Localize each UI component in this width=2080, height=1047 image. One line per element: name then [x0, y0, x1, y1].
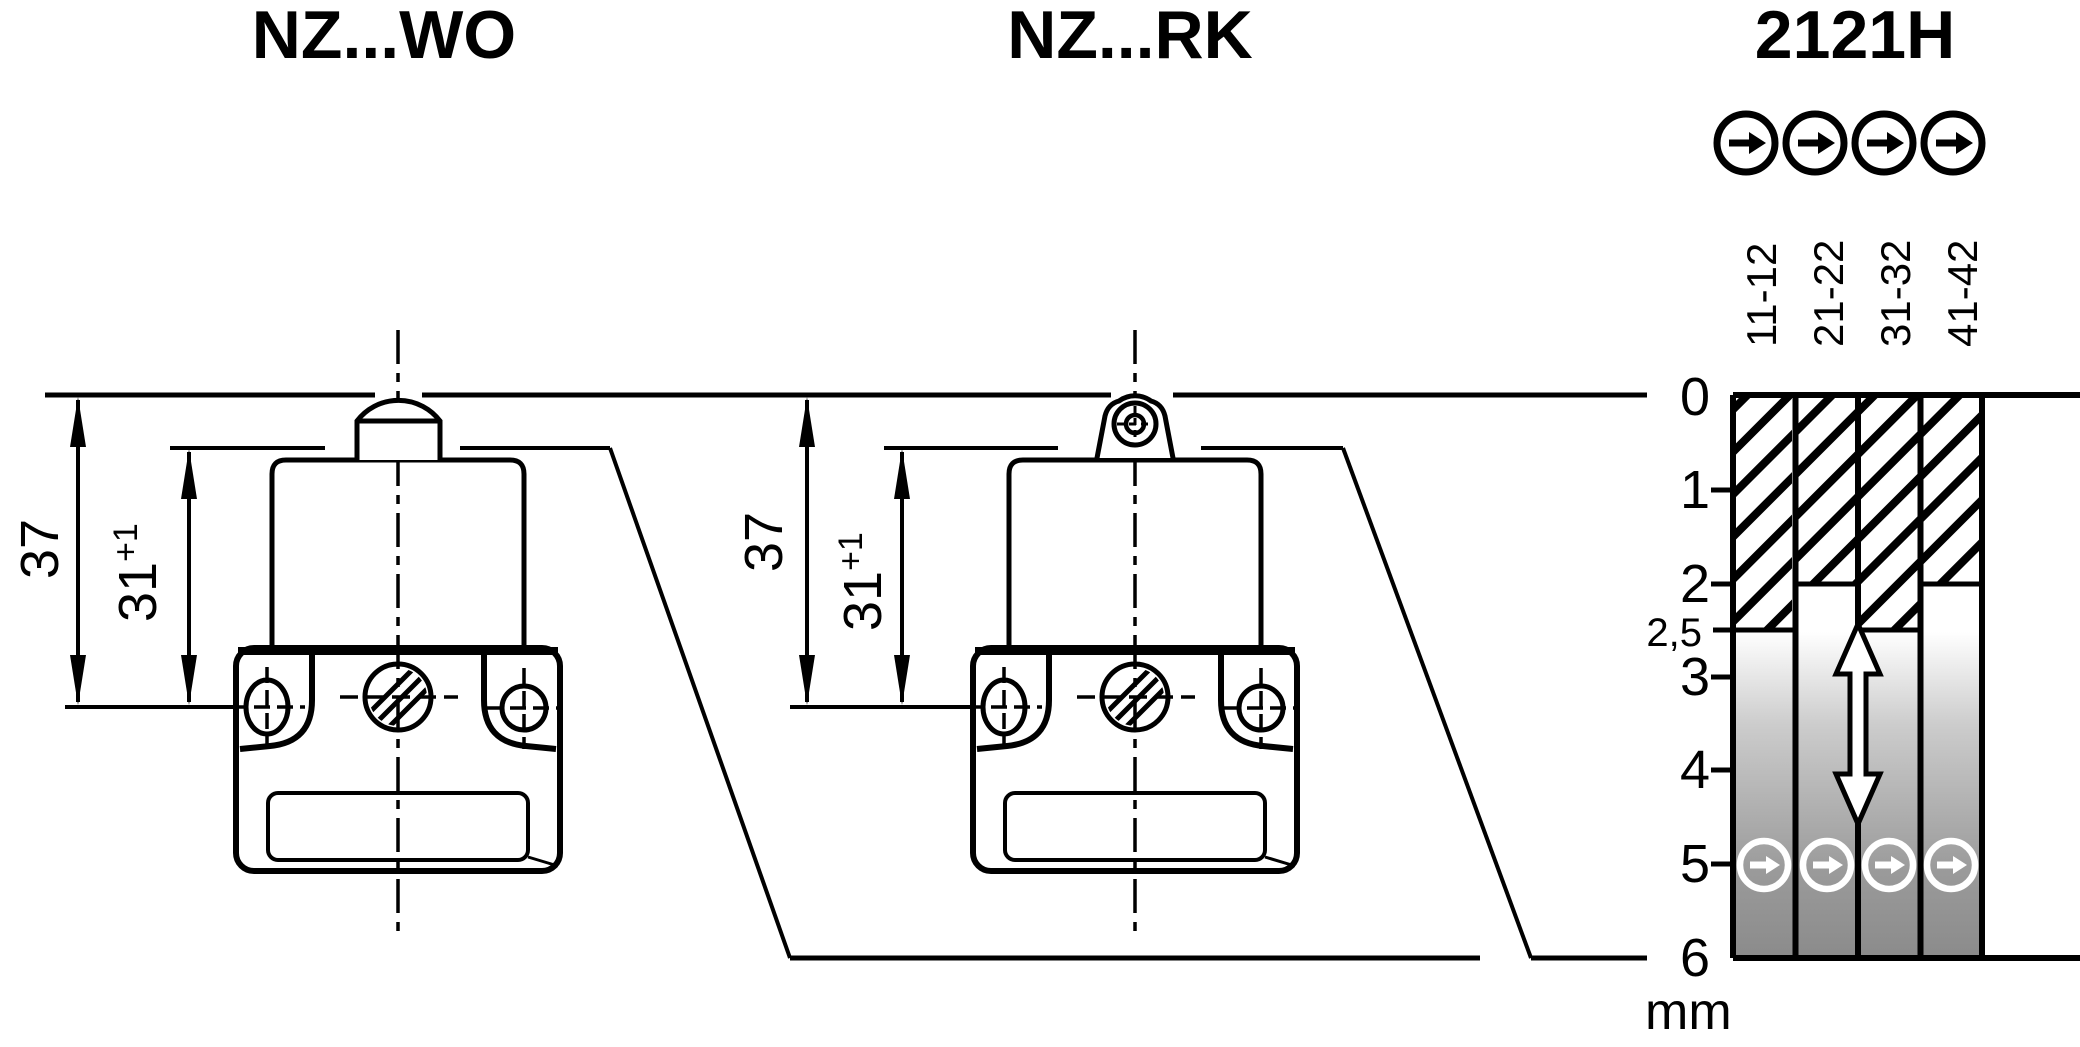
dim-31-value: 31 — [108, 561, 168, 622]
dim-text-37: 37 — [10, 518, 70, 579]
contact-bar-31-32-closed — [1861, 398, 1918, 630]
in-bar-direction-icons — [1736, 837, 1979, 893]
scale-label-0: 0 — [1679, 367, 1710, 427]
circle-arrow-right-icon — [1923, 837, 1979, 893]
dim-text-31: 31+1 — [824, 532, 893, 631]
contact-label: 21-22 — [1805, 239, 1852, 347]
contact-bar-41-42-closed — [1923, 398, 1979, 584]
scale-label-1: 1 — [1679, 460, 1710, 520]
double-vertical-arrow-icon — [1832, 617, 1884, 831]
dimension-37 — [799, 397, 815, 705]
dim-31-tolerance: +1 — [832, 532, 870, 571]
circle-arrow-right-icon — [1782, 110, 1848, 176]
dim-31-tolerance: +1 — [107, 523, 145, 562]
actuation-direction-icons — [1713, 110, 1986, 176]
circle-arrow-right-icon — [1713, 110, 1779, 176]
dimension-31 — [894, 449, 910, 705]
contact-bar-11-12-closed — [1736, 398, 1792, 630]
scale-label-6: 6 — [1679, 928, 1710, 988]
scale-label-2-5: 2,5 — [1646, 611, 1702, 655]
dome-plunger — [354, 397, 443, 460]
dim-text-31: 31+1 — [99, 523, 168, 622]
contact-label: 41-42 — [1939, 239, 1986, 347]
contact-bar-21-22-closed — [1798, 398, 1855, 584]
projection-diagonals — [608, 447, 1533, 959]
scale-label-4: 4 — [1679, 740, 1710, 800]
switch-title-nz-wo: NZ...WO — [251, 0, 517, 73]
dim-31-value: 31 — [833, 570, 893, 631]
scale-ticks — [1711, 487, 1733, 867]
circle-arrow-right-icon — [1736, 837, 1792, 893]
circle-arrow-right-icon — [1861, 837, 1917, 893]
switch-drawing-nz-rk — [790, 330, 1343, 940]
scale-label-5: 5 — [1679, 834, 1710, 894]
dimension-37 — [70, 397, 86, 705]
contact-label: 11-12 — [1738, 242, 1785, 347]
roller-plunger — [1094, 393, 1176, 459]
diagram-title: 2121H — [1754, 0, 1956, 73]
circle-arrow-right-icon — [1851, 110, 1917, 176]
switch-drawing-nz-wo — [65, 330, 610, 940]
scale-label-2: 2 — [1679, 554, 1710, 614]
circle-arrow-right-icon — [1920, 110, 1986, 176]
switch-title-nz-rk: NZ...RK — [1007, 0, 1253, 73]
dim-text-37: 37 — [734, 511, 794, 572]
scale-unit: mm — [1645, 983, 1732, 1041]
scale-label-3: 3 — [1679, 647, 1710, 707]
contact-label: 31-32 — [1872, 239, 1919, 347]
dimension-31 — [181, 449, 197, 705]
circle-arrow-right-icon — [1799, 837, 1855, 893]
travel-diagram — [1711, 392, 2080, 961]
